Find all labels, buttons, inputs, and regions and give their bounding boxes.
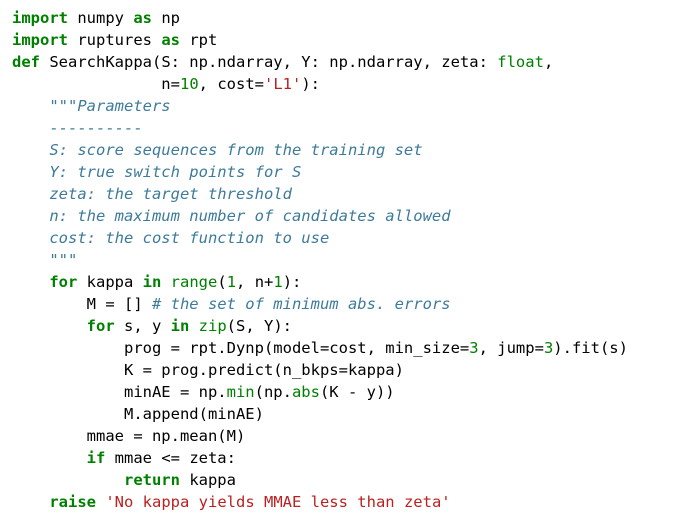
code-token: zip bbox=[198, 317, 227, 335]
code-line: import numpy as np bbox=[12, 7, 180, 29]
code-line: n=10, cost='L1'): bbox=[12, 73, 320, 95]
code-line: cost: the cost function to use bbox=[12, 227, 329, 249]
code-line: def SearchKappa(S: np.ndarray, Y: np.nda… bbox=[12, 51, 553, 73]
code-token: 'L1' bbox=[263, 75, 302, 93]
code-line: ---------- bbox=[12, 117, 143, 139]
code-token: for bbox=[49, 273, 78, 291]
code-token: Y: true switch points for S bbox=[12, 163, 302, 181]
code-token: # the set of minimum abs. errors bbox=[151, 295, 451, 313]
code-line: minAE = np.min(np.abs(K - y)) bbox=[12, 381, 395, 403]
code-token bbox=[96, 493, 105, 511]
code-token: kappa bbox=[77, 273, 143, 291]
code-token: K = prog.predict(n_bkps=kappa) bbox=[12, 361, 404, 379]
code-token: cost: the cost function to use bbox=[12, 229, 330, 247]
code-token: as bbox=[161, 31, 180, 49]
code-line: """ bbox=[12, 249, 77, 271]
code-token bbox=[12, 317, 87, 335]
code-line: Y: true switch points for S bbox=[12, 161, 301, 183]
code-line: zeta: the target threshold bbox=[12, 183, 292, 205]
code-token bbox=[12, 449, 87, 467]
code-token bbox=[189, 317, 198, 335]
code-token: return bbox=[123, 471, 180, 489]
code-token: ruptures bbox=[68, 31, 162, 49]
code-token: abs bbox=[291, 383, 320, 401]
code-token: rpt bbox=[180, 31, 218, 49]
code-token: ---------- bbox=[12, 119, 143, 137]
code-token: for bbox=[86, 317, 115, 335]
code-token: zeta: the target threshold bbox=[12, 185, 292, 203]
code-line: S: score sequences from the training set bbox=[12, 139, 423, 161]
code-token: kappa bbox=[179, 471, 236, 489]
code-token: import bbox=[12, 31, 68, 49]
code-line: M = [] # the set of minimum abs. errors bbox=[12, 293, 451, 315]
code-token: import bbox=[12, 9, 68, 27]
code-token bbox=[12, 493, 49, 511]
code-token: ( bbox=[217, 273, 227, 291]
code-line: """Parameters bbox=[12, 95, 171, 117]
code-token: in bbox=[142, 273, 162, 291]
code-token: 1 bbox=[226, 273, 237, 291]
code-token: 3 bbox=[469, 339, 479, 357]
code-token: n= bbox=[12, 75, 180, 93]
code-token: as bbox=[133, 9, 152, 27]
code-token: ): bbox=[282, 273, 302, 291]
code-line: import ruptures as rpt bbox=[12, 29, 217, 51]
code-line: raise 'No kappa yields MMAE less than ze… bbox=[12, 491, 451, 513]
code-token: M = [] bbox=[12, 295, 152, 313]
code-token: float bbox=[497, 53, 544, 71]
code-token: ): bbox=[301, 75, 320, 93]
code-token: raise bbox=[49, 493, 96, 511]
code-token: , n+ bbox=[236, 273, 274, 291]
code-token bbox=[12, 273, 49, 291]
code-token: minAE = np. bbox=[12, 383, 227, 401]
code-token: if bbox=[86, 449, 106, 467]
code-token bbox=[12, 471, 124, 489]
code-line: K = prog.predict(n_bkps=kappa) bbox=[12, 359, 404, 381]
code-token: mmae <= zeta: bbox=[105, 449, 236, 467]
code-line: for kappa in range(1, n+1): bbox=[12, 271, 301, 293]
code-token: s, y bbox=[114, 317, 171, 335]
code-line: if mmae <= zeta: bbox=[12, 447, 236, 469]
code-token: , bbox=[543, 53, 554, 71]
code-token: min bbox=[226, 383, 255, 401]
code-token: (K - y)) bbox=[319, 383, 395, 401]
code-token: range bbox=[170, 273, 218, 291]
code-line: for s, y in zip(S, Y): bbox=[12, 315, 292, 337]
code-token: 'No kappa yields MMAE less than zeta' bbox=[105, 493, 451, 511]
code-token: SearchKappa(S: np.ndarray, Y: np.ndarray… bbox=[40, 53, 498, 71]
code-token: """ bbox=[12, 251, 78, 269]
code-token: M.append(minAE) bbox=[12, 405, 264, 423]
code-token: , cost= bbox=[198, 75, 264, 93]
code-token: def bbox=[12, 53, 40, 71]
code-line: return kappa bbox=[12, 469, 236, 491]
code-token: prog = rpt.Dynp(model=cost, min_size= bbox=[12, 339, 470, 357]
code-line: prog = rpt.Dynp(model=cost, min_size=3, … bbox=[12, 337, 628, 359]
code-token: """Parameters bbox=[12, 97, 171, 115]
code-token: np bbox=[152, 9, 180, 27]
code-token: numpy bbox=[68, 9, 134, 27]
code-token: n: the maximum number of candidates allo… bbox=[12, 207, 451, 225]
code-token: 10 bbox=[179, 75, 199, 93]
code-token: in bbox=[170, 317, 190, 335]
code-line: M.append(minAE) bbox=[12, 403, 264, 425]
code-token: ).fit(s) bbox=[553, 339, 628, 357]
code-token: mmae = np.mean(M) bbox=[12, 427, 246, 445]
code-token: 1 bbox=[273, 273, 283, 291]
code-token: (np. bbox=[254, 383, 292, 401]
code-token: 3 bbox=[543, 339, 554, 357]
code-line: n: the maximum number of candidates allo… bbox=[12, 205, 451, 227]
code-line: mmae = np.mean(M) bbox=[12, 425, 246, 447]
code-token: (S, Y): bbox=[226, 317, 292, 335]
code-token: S: score sequences from the training set bbox=[12, 141, 423, 159]
code-token bbox=[161, 273, 170, 291]
code-token: , jump= bbox=[478, 339, 544, 357]
